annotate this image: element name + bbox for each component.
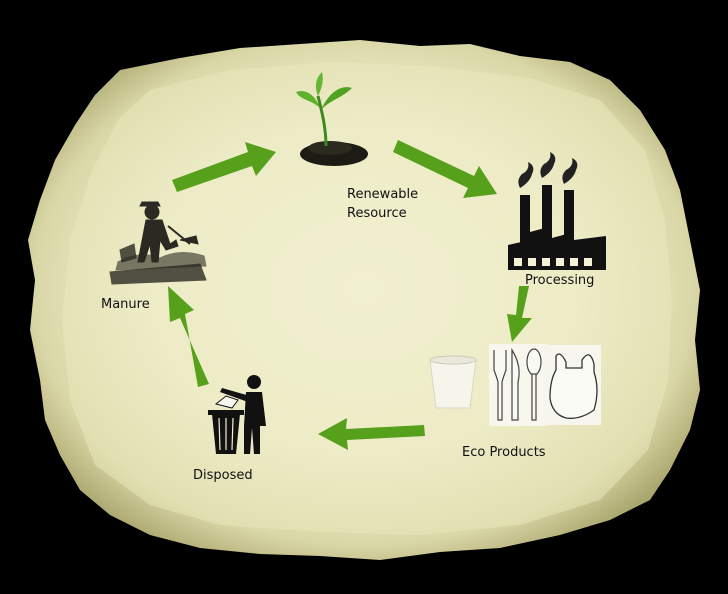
factory-icon [508, 152, 606, 270]
background-splash-edge [62, 62, 672, 535]
arrow-disposed-to-manure [168, 286, 209, 387]
label-renewable-line2: Resource [347, 206, 407, 221]
farmer-soil-icon [109, 201, 207, 285]
arrow-manure-to-renewable [172, 142, 276, 192]
cup-icon [429, 359, 477, 409]
factory-windows [514, 258, 592, 266]
trash-bin-person-icon [208, 375, 266, 454]
arrow-eco-products-to-disposed [318, 418, 425, 450]
cutlery-icon [489, 344, 547, 426]
label-disposed: Disposed [193, 468, 253, 483]
label-manure: Manure [101, 297, 150, 312]
plant-sprout-icon [296, 72, 368, 166]
arrow-processing-to-eco-products [507, 286, 532, 342]
label-renewable-line1: Renewable [347, 187, 419, 202]
cup-cutlery-bag-icon [429, 344, 601, 426]
bag-icon [545, 345, 601, 425]
label-processing: Processing [525, 273, 595, 288]
label-renewable-resource: Renewable Resource [347, 185, 418, 223]
label-eco-products: Eco Products [462, 445, 546, 460]
arrow-renewable-to-processing [393, 140, 497, 198]
